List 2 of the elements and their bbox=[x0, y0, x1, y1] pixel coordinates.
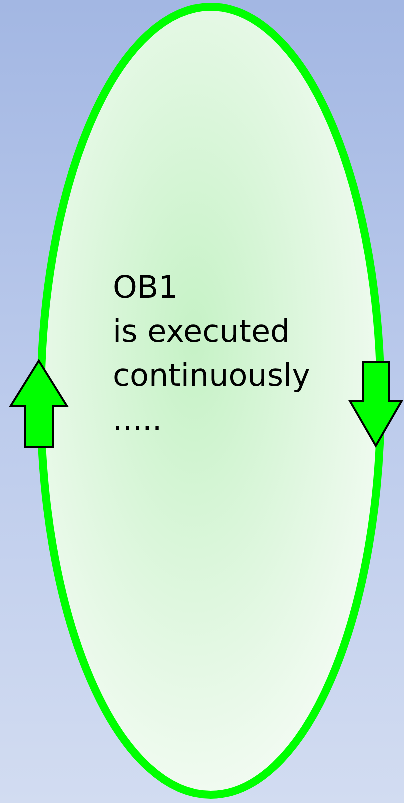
block-name: OB1 bbox=[113, 269, 180, 308]
description-text: is executed continuously ..... bbox=[113, 313, 312, 440]
